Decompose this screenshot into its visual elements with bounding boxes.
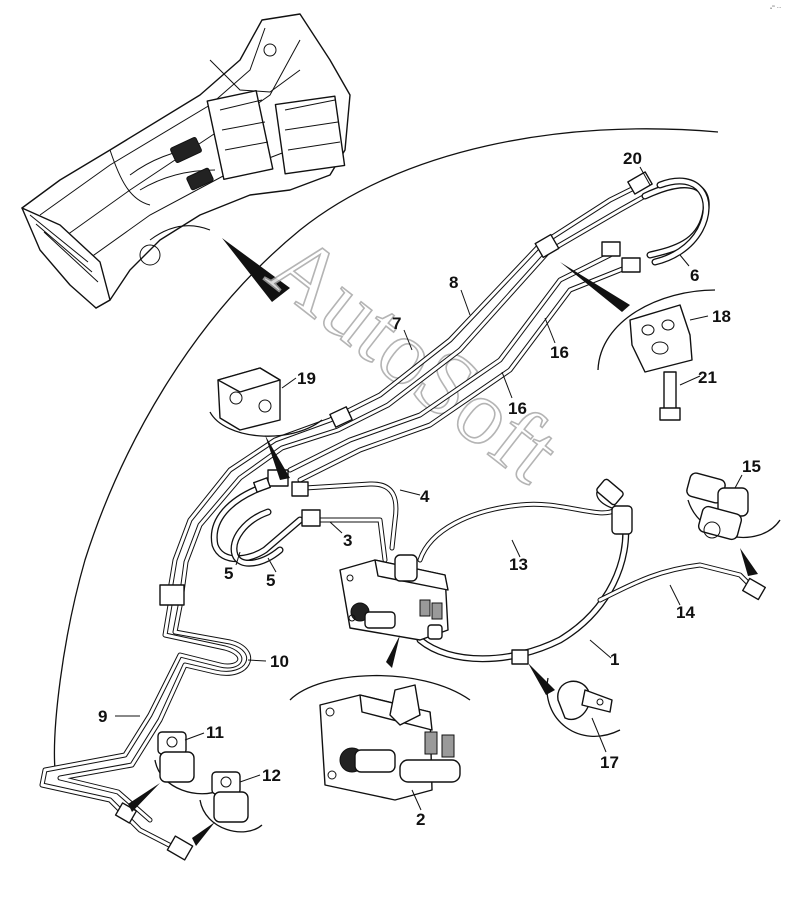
pointer-18: [560, 262, 630, 312]
callout-20: 20: [623, 149, 642, 168]
callout-19: 19: [297, 369, 316, 388]
detail-clamp-19: [209, 367, 323, 437]
callout-9: 9: [98, 707, 107, 726]
callout-21: 21: [698, 368, 717, 387]
leader-lines: [115, 166, 743, 811]
pointer-19: [265, 435, 290, 480]
machine-frame-overview: [21, 13, 351, 309]
callout-1: 1: [610, 650, 619, 669]
callout-labels: 1 2 3 4 5 5 6 6 7 8 9 10 11 12 13 14 15 …: [98, 149, 761, 829]
callout-2: 2: [416, 810, 425, 829]
detail-clamp-18: [597, 289, 716, 421]
callout-13: 13: [509, 555, 528, 574]
callout-11: 11: [206, 723, 224, 742]
callout-15: 15: [742, 457, 761, 476]
overview-pointer: [222, 238, 290, 302]
hose-6-loop: [641, 177, 710, 266]
callout-5b: 5: [266, 571, 275, 590]
detail-fitting-12: [199, 771, 263, 833]
callout-16b: 16: [508, 399, 527, 418]
callout-3: 3: [343, 531, 352, 550]
callout-17: 17: [600, 753, 619, 772]
hose-3-4-5: [210, 481, 399, 567]
pointer-17: [528, 663, 555, 695]
pointer-15: [740, 548, 758, 576]
valve-block-main: [339, 554, 449, 641]
tube-9-10: [39, 602, 251, 851]
callout-5a: 5: [224, 564, 233, 583]
pointer-2: [386, 635, 400, 668]
pointer-11: [128, 783, 160, 812]
clamps-fittings: [114, 171, 766, 861]
callout-10: 10: [270, 652, 289, 671]
tube-14: [597, 562, 758, 603]
detail-fitting-15: [686, 472, 781, 541]
callout-16a: 16: [550, 343, 569, 362]
hose-13: [417, 501, 618, 563]
pointer-12: [192, 822, 215, 846]
callout-18: 18: [712, 307, 731, 326]
callout-4: 4: [420, 487, 430, 506]
callout-14: 14: [676, 603, 695, 622]
detail-clamp-17: [546, 677, 621, 737]
callout-6a: 6: [690, 266, 699, 285]
detail-valve-2: [289, 674, 471, 801]
corner-mark: ₐᵐ ···: [770, 5, 782, 11]
callout-8: 8: [449, 273, 458, 292]
detail-boundary-arc: [53, 128, 719, 771]
callout-7: 7: [392, 314, 401, 333]
tube-bundle-upper: [167, 182, 648, 595]
callout-12: 12: [262, 766, 281, 785]
